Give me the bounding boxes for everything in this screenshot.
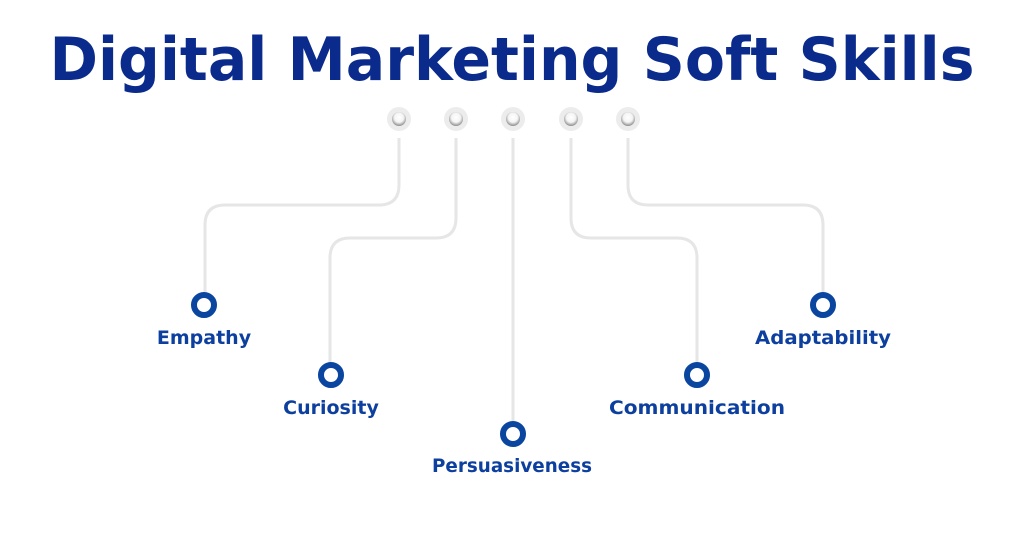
ring-icon-persuasiveness — [500, 421, 526, 447]
connector-adaptability — [626, 138, 825, 293]
connector-curiosity — [328, 138, 458, 363]
dot-icon — [392, 112, 406, 126]
top-dots — [387, 107, 640, 131]
dot-icon — [564, 112, 578, 126]
skill-label-communication: Communication — [609, 397, 785, 419]
skill-label-curiosity: Curiosity — [283, 397, 379, 419]
dot-icon — [506, 112, 520, 126]
ring-icon-adaptability — [810, 292, 836, 318]
skill-label-persuasiveness: Persuasiveness — [432, 455, 592, 477]
skill-label-empathy: Empathy — [157, 327, 252, 349]
connector-communication — [569, 138, 699, 363]
skill-label-adaptability: Adaptability — [755, 327, 892, 349]
ring-icon-empathy — [191, 292, 217, 318]
ring-icon-curiosity — [318, 362, 344, 388]
ring-icon-communication — [684, 362, 710, 388]
connector-empathy — [203, 138, 401, 292]
dot-icon — [449, 112, 463, 126]
page-title: Digital Marketing Soft Skills — [50, 25, 975, 95]
dot-icon — [621, 112, 635, 126]
